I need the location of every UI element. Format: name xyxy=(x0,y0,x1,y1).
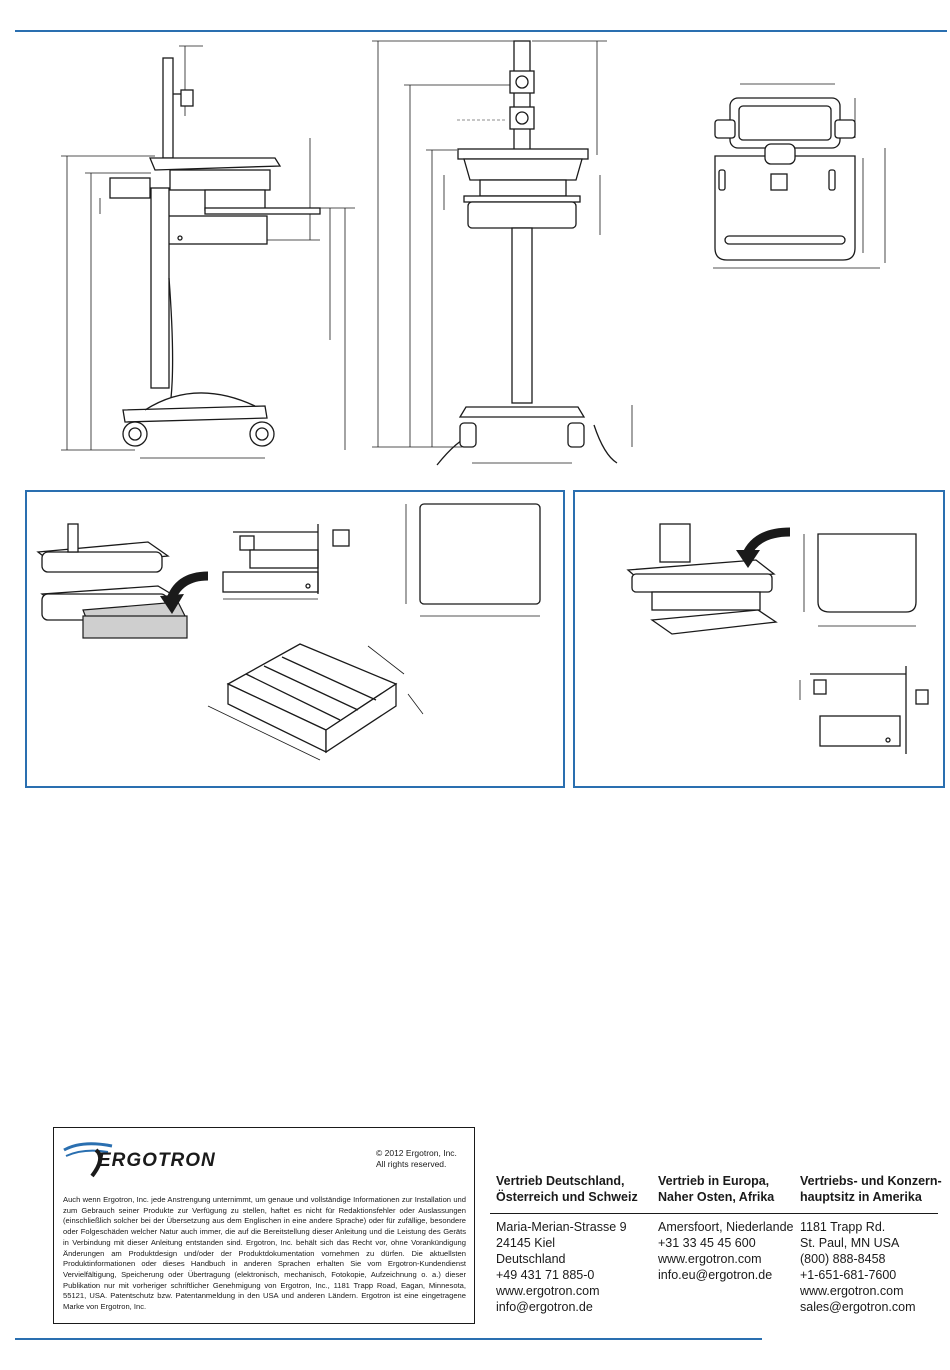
address-line: 24145 Kiel xyxy=(496,1236,556,1250)
phone-line: +31 33 45 45 600 xyxy=(658,1236,756,1250)
phone-line: (800) 888-8458 xyxy=(800,1252,886,1266)
contact-heading: Vertriebs- und Konzern- xyxy=(800,1174,942,1188)
contact-divider xyxy=(490,1213,938,1214)
bottom-rule xyxy=(15,1338,762,1340)
cart-front-view-drawing xyxy=(372,40,633,466)
contact-heading: Vertrieb in Europa, xyxy=(658,1174,770,1188)
contact-heading: Österreich und Schweiz xyxy=(496,1190,638,1204)
logo-wordmark: ERGOTRON xyxy=(98,1150,216,1171)
contact-europe: Vertrieb in Europa, Naher Osten, Afrika … xyxy=(658,1173,793,1283)
contact-germany: Vertrieb Deutschland, Österreich und Sch… xyxy=(496,1173,638,1315)
address-line: Maria-Merian-Strasse 9 xyxy=(496,1220,627,1234)
address-line: Deutschland xyxy=(496,1252,566,1266)
copyright-notice: © 2012 Ergotron, Inc. All rights reserve… xyxy=(376,1148,457,1170)
ergotron-logo: ERGOTRON xyxy=(62,1136,215,1178)
email-link[interactable]: sales@ergotron.com xyxy=(800,1300,916,1314)
rights-line: All rights reserved. xyxy=(376,1159,447,1169)
website-link[interactable]: www.ergotron.com xyxy=(658,1252,762,1266)
disclaimer-text: Auch wenn Ergotron, Inc. jede Anstrengun… xyxy=(63,1195,466,1312)
address-line: 1181 Trapp Rd. xyxy=(800,1220,886,1234)
top-rule xyxy=(15,30,947,32)
accessory-panel-left xyxy=(25,490,565,788)
website-link[interactable]: www.ergotron.com xyxy=(496,1284,600,1298)
cart-top-view-drawing xyxy=(713,83,886,269)
email-link[interactable]: info@ergotron.de xyxy=(496,1300,593,1314)
address-line: St. Paul, MN USA xyxy=(800,1236,900,1250)
contact-heading: Vertrieb Deutschland, xyxy=(496,1174,625,1188)
address-line: Amersfoort, Niederlande xyxy=(658,1220,794,1234)
cart-side-view-drawing xyxy=(61,45,355,459)
contact-americas: Vertriebs- und Konzern- hauptsitz in Ame… xyxy=(800,1173,942,1315)
contact-heading: hauptsitz in Amerika xyxy=(800,1190,922,1204)
accessory-panel-right xyxy=(573,490,945,788)
email-link[interactable]: info.eu@ergotron.de xyxy=(658,1268,773,1282)
website-link[interactable]: www.ergotron.com xyxy=(800,1284,904,1298)
phone-line: +1-651-681-7600 xyxy=(800,1268,897,1282)
copyright-line: © 2012 Ergotron, Inc. xyxy=(376,1148,457,1158)
keyboard-tray-accessory-drawing xyxy=(626,523,929,754)
legal-notice-box: ERGOTRON © 2012 Ergotron, Inc. All right… xyxy=(53,1127,475,1324)
drawer-accessory-drawing xyxy=(36,503,541,761)
phone-line: +49 431 71 885-0 xyxy=(496,1268,595,1282)
contact-heading: Naher Osten, Afrika xyxy=(658,1190,775,1204)
